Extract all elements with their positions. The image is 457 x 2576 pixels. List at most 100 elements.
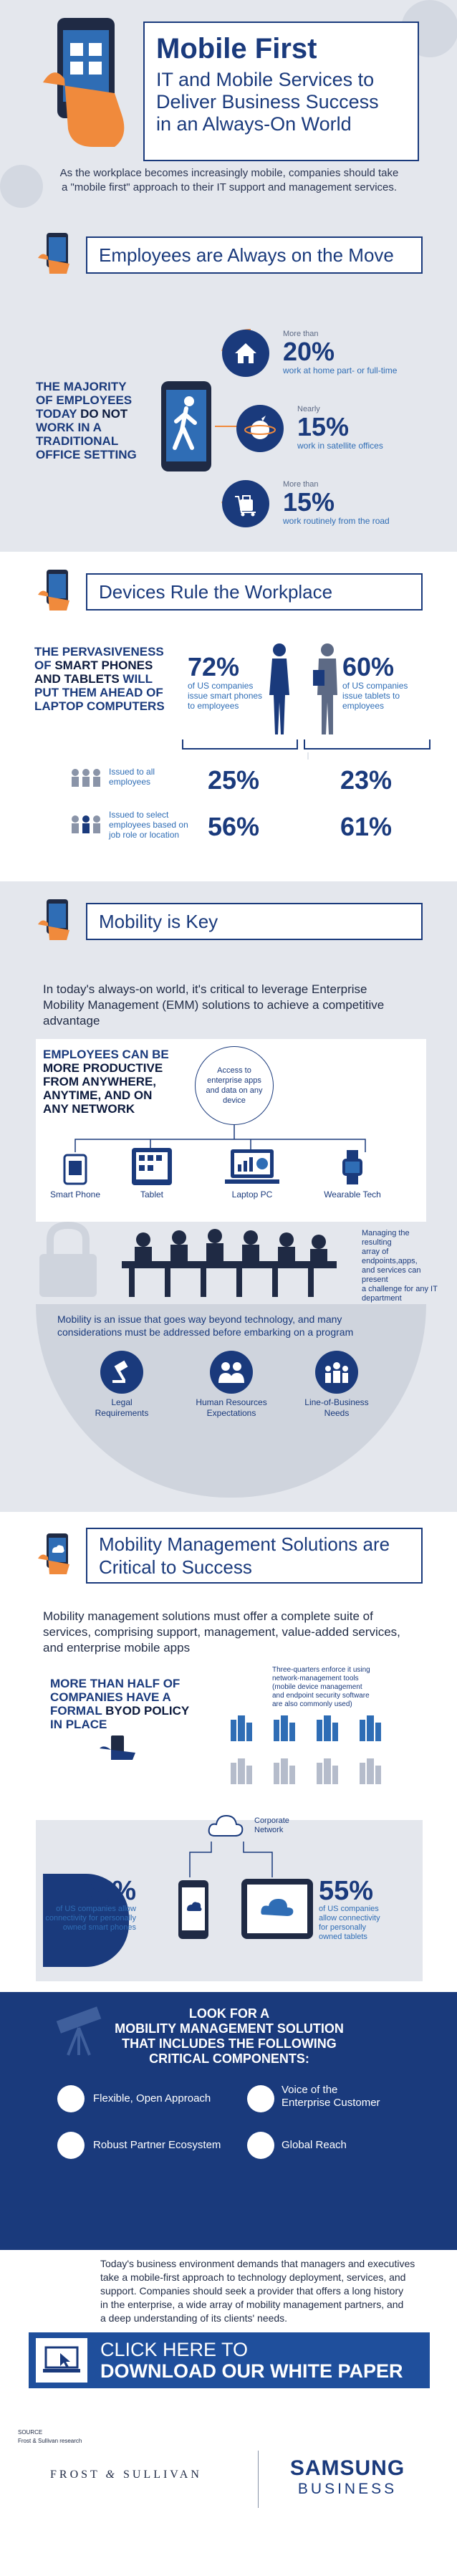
- stat-description: owned smart phones: [62, 1923, 136, 1932]
- hand-holding-phone-icon: [43, 18, 125, 147]
- stat-road: More than 15% work routinely from the ro…: [283, 480, 390, 526]
- logo-word: SULLIVAN: [122, 2469, 202, 2481]
- source-text: Frost & Sullivan research: [18, 2438, 82, 2444]
- logo-ampersand: &: [105, 2469, 117, 2481]
- team-icon-circle: [315, 1351, 358, 1394]
- stat-description: to employees: [188, 701, 239, 711]
- stat-qualifier: Nearly: [297, 405, 320, 413]
- section-devices: Devices Rule the Workplace THE PERVASIVE…: [0, 552, 457, 881]
- note-line: (mobile device management: [272, 1683, 362, 1691]
- note-line: and services can present: [362, 1266, 421, 1284]
- row-label-line: employees: [109, 777, 151, 787]
- stat-description: issue tablets to: [342, 691, 400, 701]
- section-2-title-box: Devices Rule the Workplace: [86, 573, 423, 611]
- stat-fragment: personally: [100, 1914, 136, 1923]
- header-section: Mobile First IT and Mobile Services to D…: [0, 0, 457, 215]
- stat-description: of US companies allow: [56, 1905, 136, 1913]
- claim-line: TRADITIONAL: [36, 434, 119, 448]
- stat-description: of US companies: [188, 681, 254, 691]
- claim-word: OF: [34, 659, 52, 672]
- claim-line: FORMAL BYOD POLICY: [50, 1704, 222, 1718]
- stat-description: work routinely from the road: [283, 516, 390, 526]
- claim-line: MORE PRODUCTIVE: [43, 1061, 163, 1075]
- globe-icon: [244, 416, 276, 439]
- smartwatch-icon: [342, 1150, 362, 1184]
- claim-word: TODAY: [36, 407, 77, 421]
- house-icon: [235, 343, 256, 363]
- section-mobility-key: Mobility is Key In today's always-on wor…: [0, 881, 457, 1512]
- connectivity-panel: Corporate Network 65% of US companies al…: [36, 1814, 423, 1981]
- section-3-heading: Mobility is Key: [0, 881, 457, 960]
- intro-text: As the workplace becomes increasingly mo…: [29, 166, 430, 195]
- smart-phone-icon: [63, 1154, 87, 1185]
- stat-fragment: connectivity for: [45, 1914, 98, 1923]
- luggage-icon-circle: [222, 480, 269, 527]
- note-line: department: [362, 1294, 402, 1303]
- intro-line-2: a "mobile first" approach to their IT su…: [61, 181, 398, 193]
- enforce-note: Three-quarters enforce it using network-…: [272, 1666, 394, 1709]
- row-2-label: Issued to select employees based on job …: [109, 810, 195, 840]
- intro-line: considerations must be addressed before …: [57, 1326, 354, 1338]
- tablet-icon: [132, 1148, 172, 1185]
- claim-line: WORK IN A: [36, 421, 102, 434]
- intro-line: Mobility is an issue that goes way beyon…: [57, 1313, 342, 1325]
- emm-paragraph: In today's always-on world, it's critica…: [43, 982, 430, 1029]
- claim-word: FORMAL: [50, 1704, 102, 1718]
- download-white-paper-button[interactable]: CLICK HERE TO DOWNLOAD OUR WHITE PAPER: [29, 2332, 430, 2388]
- stat-description: work at home part- or full-time: [283, 365, 398, 375]
- device-label-laptop: Laptop PC: [231, 1189, 273, 1200]
- buildings-icon: [231, 1715, 381, 1784]
- paragraph-line: Mobility management solutions must offer…: [43, 1609, 373, 1623]
- closing-line: in the enterprise, a wide array of mobil…: [100, 2299, 404, 2310]
- device-label-tablet: Tablet: [140, 1189, 164, 1200]
- phone-in-hand-icon: [38, 233, 69, 274]
- claim-emphasis: BYOD POLICY: [105, 1704, 190, 1718]
- samsung-business-logo: SAMSUNG BUSINESS: [276, 2456, 419, 2498]
- row-label-line: employees based on: [109, 820, 188, 830]
- page-subtitle-line-2: Deliver Business Success: [156, 91, 379, 112]
- components-heading: LOOK FOR A MOBILITY MANAGEMENT SOLUTION …: [107, 2006, 351, 2067]
- people-icon-circle: [210, 1351, 253, 1394]
- claim-line: OFFICE SETTING: [36, 448, 137, 461]
- component-voice: Voice of the Enterprise Customer: [282, 2084, 380, 2110]
- tablets-all-employees-value: 23%: [340, 765, 393, 795]
- section-1-title: Employees are Always on the Move: [99, 244, 394, 266]
- section-2-title: Devices Rule the Workplace: [99, 580, 333, 603]
- gavel-icon-circle: [100, 1351, 143, 1394]
- phones-bubble-bg: [43, 1874, 129, 1967]
- stat-description: issue smart phones: [188, 691, 263, 701]
- stat-value: 20%: [283, 337, 335, 366]
- row-label-line: job role or location: [109, 830, 180, 840]
- title-box: Mobile First IT and Mobile Services to D…: [143, 21, 419, 161]
- component-global: Global Reach: [282, 2139, 347, 2151]
- claim-line: THE PERVASIVENESS: [34, 645, 164, 659]
- footer-divider: [258, 2451, 259, 2508]
- section-1-title-box: Employees are Always on the Move: [86, 236, 423, 274]
- stat-description: connectivity for personally: [43, 1914, 136, 1923]
- component-line: Voice of the: [282, 2084, 338, 2096]
- heading-line: CRITICAL COMPONENTS:: [149, 2051, 309, 2066]
- network-label-line: Network: [254, 1826, 284, 1834]
- claim-line: TODAY DO NOT: [36, 407, 165, 421]
- bracket-lines: [182, 739, 430, 760]
- gavel-icon: [112, 1360, 128, 1383]
- note-line: Managing the resulting: [362, 1229, 410, 1247]
- page-subtitle-line-3: in an Always-On World: [156, 113, 352, 135]
- section-on-the-move: Employees are Always on the Move THE MAJ…: [0, 215, 457, 552]
- section-3-title: Mobility is Key: [99, 910, 218, 932]
- claim-line: FROM ANYWHERE,: [43, 1075, 157, 1088]
- cta-line-2: DOWNLOAD OUR WHITE PAPER: [100, 2360, 403, 2382]
- lock-and-meeting-icon: [39, 1222, 337, 1297]
- paragraph-line: and enterprise mobile apps: [43, 1641, 191, 1655]
- title-line: Critical to Success: [99, 1556, 252, 1578]
- laptop-icon: [225, 1149, 279, 1184]
- heading-line: MOBILITY MANAGEMENT SOLUTION: [115, 2021, 344, 2036]
- people-icon: [218, 1362, 244, 1383]
- note-line: and endpoint security software: [272, 1692, 370, 1700]
- consideration-line: Expectations: [206, 1408, 256, 1418]
- consideration-hr: Human Resources Expectations: [188, 1397, 274, 1419]
- claim-emphasis: SMART PHONES: [54, 659, 153, 672]
- component-flexible: Flexible, Open Approach: [93, 2092, 211, 2105]
- stat-remote: More than 20% work at home part- or full…: [283, 330, 397, 375]
- tablets-connectivity-stat: 55% of US companies allow connectivity f…: [319, 1877, 419, 1942]
